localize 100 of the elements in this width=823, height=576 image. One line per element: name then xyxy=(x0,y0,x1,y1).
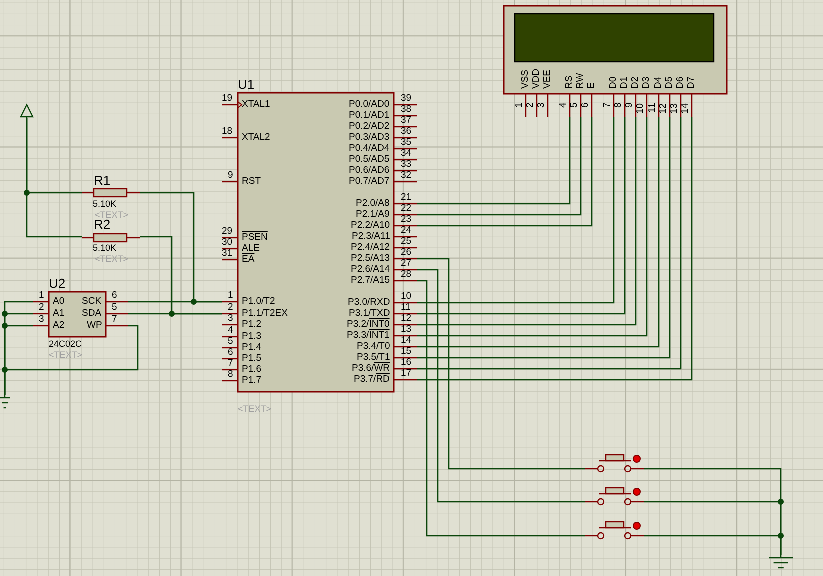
pin-name: VSS xyxy=(521,70,530,89)
pin-number: 4 xyxy=(559,102,568,108)
pin-name: P1.5 xyxy=(242,354,262,364)
pin-number: 27 xyxy=(401,259,412,268)
pin-number: 5 xyxy=(112,303,118,312)
pin-number: 2 xyxy=(228,303,234,312)
part-value: 5.10K xyxy=(93,200,117,209)
pin-name: P2.2/A10 xyxy=(351,221,390,230)
pin-number: 14 xyxy=(681,103,690,114)
pin-number: 5 xyxy=(570,102,580,108)
pin-name: P3.3/INT1 xyxy=(347,331,390,340)
pin-number: 34 xyxy=(401,149,412,158)
pin-name: D6 xyxy=(676,76,686,89)
pin-number: 33 xyxy=(401,160,412,170)
pin-number: 8 xyxy=(614,102,624,108)
pin-name: P0.4/AD4 xyxy=(349,144,390,154)
pin-number: 9 xyxy=(625,102,634,108)
pin-name: EA xyxy=(242,255,255,264)
wire xyxy=(644,535,782,555)
pin-number: 18 xyxy=(222,127,233,136)
pin-name: P2.6/A14 xyxy=(351,265,390,274)
pin-name: P3.0/RXD xyxy=(348,298,390,308)
pin-number: 37 xyxy=(401,116,412,126)
wire xyxy=(128,313,222,315)
pin-number: 13 xyxy=(670,103,680,114)
wire xyxy=(417,117,571,205)
wire xyxy=(417,117,593,227)
pin-number: 31 xyxy=(222,249,233,258)
pin-number: 10 xyxy=(636,103,646,114)
pin-name: A0 xyxy=(53,297,65,306)
pin-name: P2.5/A13 xyxy=(351,254,390,264)
pin-name: D4 xyxy=(654,76,664,89)
placeholder-text: <TEXT> xyxy=(238,405,272,414)
placeholder-text: <TEXT> xyxy=(95,211,129,220)
pin-number: 23 xyxy=(401,215,412,224)
pin-name: VDD xyxy=(532,68,542,89)
pin-number: 7 xyxy=(603,102,612,108)
pin-number: 1 xyxy=(515,102,524,108)
pin-number: 7 xyxy=(228,359,234,368)
pin-name: P0.1/AD1 xyxy=(349,111,390,120)
pin-number: 9 xyxy=(228,171,234,180)
pin-name: P1.7 xyxy=(242,376,262,386)
power-terminal-symbol xyxy=(20,103,34,118)
pin-number: 30 xyxy=(222,238,233,248)
pin-name: P2.0/A8 xyxy=(356,199,390,208)
pin-number: 22 xyxy=(401,204,412,214)
pin-number: 25 xyxy=(401,237,412,246)
pin-name: P1.0/T2 xyxy=(242,297,276,306)
pin-name: P2.7/A15 xyxy=(351,276,390,286)
pin-number: 21 xyxy=(401,193,412,202)
pin-name: WP xyxy=(87,321,102,330)
pin-name: D0 xyxy=(609,76,618,89)
pin-number: 13 xyxy=(401,325,412,334)
pin-number: 38 xyxy=(401,105,412,114)
pin-number: 14 xyxy=(401,336,412,346)
part-reference: R1 xyxy=(94,174,111,187)
pin-number: 19 xyxy=(222,94,233,104)
wire xyxy=(26,118,82,238)
pin-name: RS xyxy=(565,76,574,89)
pin-name: P1.3 xyxy=(242,332,262,342)
placeholder-text: <TEXT> xyxy=(49,351,83,360)
pin-number: 32 xyxy=(401,171,412,180)
wire xyxy=(417,280,585,537)
pin-name: P3.5/T1 xyxy=(357,353,390,362)
pin-number: 3 xyxy=(39,315,44,324)
pin-number: 6 xyxy=(581,102,590,108)
pin-name: P2.3/A11 xyxy=(352,232,390,242)
pin-number: 10 xyxy=(401,292,412,302)
push-button-symbol xyxy=(585,487,644,507)
wire xyxy=(128,301,222,303)
placeholder-text: <TEXT> xyxy=(95,255,129,264)
pin-number: 6 xyxy=(228,348,234,358)
wire xyxy=(417,117,582,216)
pin-number: 16 xyxy=(401,358,412,368)
pin-name: P3.2/INT0 xyxy=(347,320,390,330)
ground-symbol xyxy=(0,395,10,409)
part-reference: U1 xyxy=(238,78,255,91)
wire xyxy=(4,325,139,395)
wire xyxy=(417,258,585,470)
pin-name: A2 xyxy=(53,321,65,330)
pin-name: SDA xyxy=(82,309,102,318)
pin-number: 3 xyxy=(228,314,234,324)
pin-name: P2.4/A12 xyxy=(351,243,390,252)
pin-name: P1.6 xyxy=(242,365,262,374)
pin-number: 8 xyxy=(228,370,234,380)
pin-number: 5 xyxy=(228,337,234,346)
part-value: 5.10K xyxy=(93,244,117,253)
pin-name: RST xyxy=(242,177,261,186)
pin-number: 6 xyxy=(112,291,118,300)
pin-number: 26 xyxy=(401,248,412,258)
pin-name: ALE xyxy=(242,244,260,254)
pin-number: 12 xyxy=(401,314,412,324)
pin-name: D7 xyxy=(687,76,696,89)
pin-name: P0.6/AD6 xyxy=(349,166,390,176)
pin-name: A1 xyxy=(53,309,65,318)
part-value: 24C02C xyxy=(49,340,82,349)
pin-name: RW xyxy=(576,73,586,89)
pin-name: D5 xyxy=(665,76,674,89)
pin-name: VEE xyxy=(543,70,552,89)
pin-name: P3.7/RD xyxy=(354,375,390,384)
